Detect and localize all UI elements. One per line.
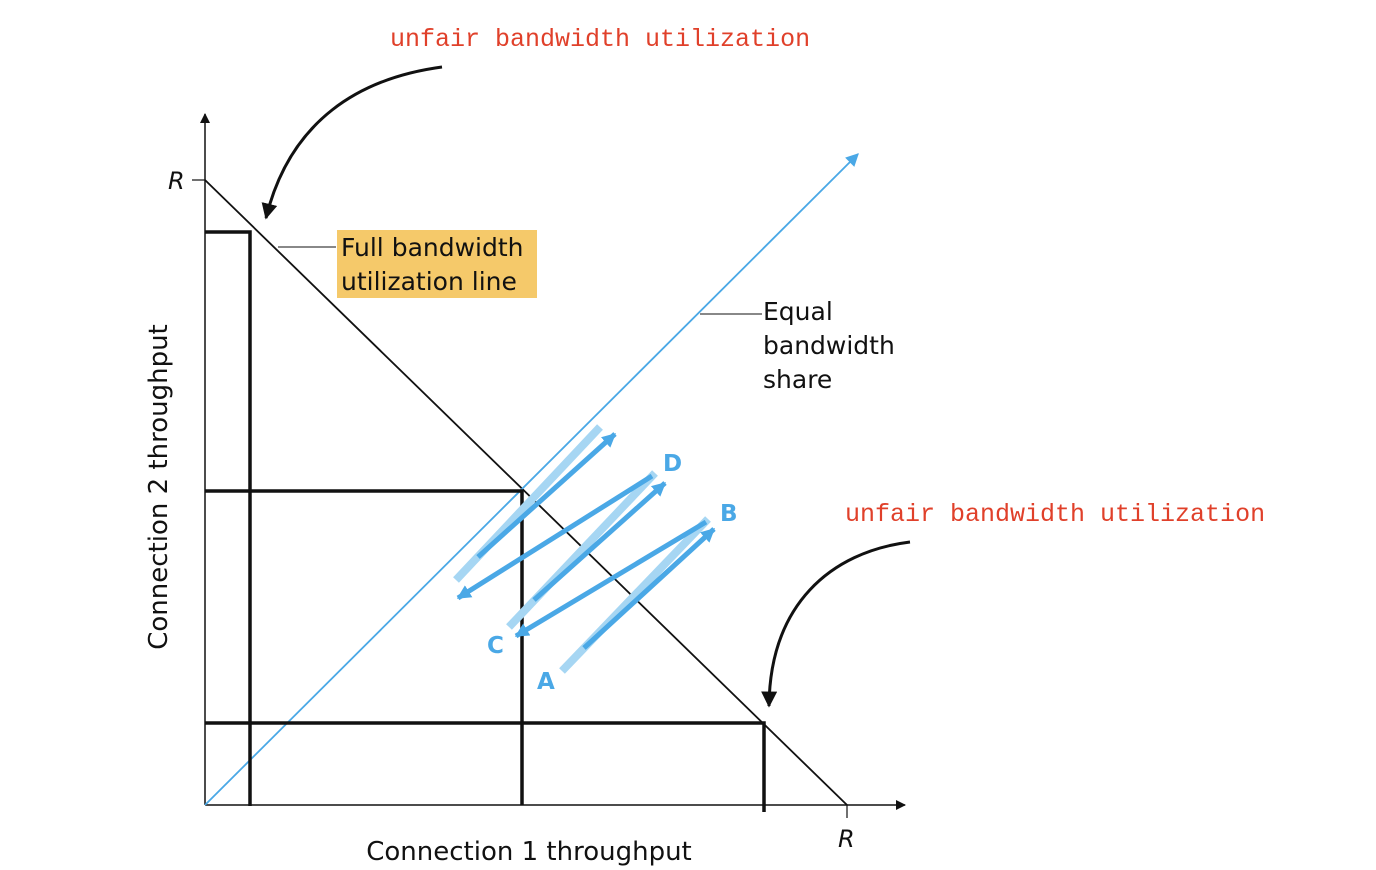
right-unfair-projection (205, 721, 766, 812)
arrow-b-to-c (514, 519, 708, 639)
unfair-top-label: unfair bandwidth utilization (390, 25, 810, 54)
x-axis-label: Connection 1 throughput (366, 837, 692, 867)
full-bandwidth-line (204, 179, 848, 806)
full-line-label-2: utilization line (341, 267, 517, 296)
equal-share-line (204, 153, 859, 806)
equal-label-1: Equal (763, 297, 833, 326)
y-axis-label: Connection 2 throughput (144, 324, 174, 650)
y-max-label: R (168, 167, 185, 195)
arrow-d-to-e (456, 473, 654, 601)
point-a-label: A (537, 669, 555, 695)
arrow-c-to-d (532, 481, 667, 602)
equal-share-projection (205, 489, 524, 805)
arrow-e-up (476, 432, 617, 559)
unfair-top-arrow (261, 65, 443, 220)
point-c-label: C (487, 633, 504, 659)
point-d-label: D (663, 451, 682, 477)
path-c-d (506, 470, 658, 630)
equal-label-2: bandwidth (763, 331, 895, 360)
full-line-highlight (337, 230, 537, 298)
left-unfair-projection (205, 230, 252, 806)
unfair-right-label: unfair bandwidth utilization (845, 500, 1265, 529)
full-line-label-1: Full bandwidth (341, 233, 524, 262)
x-max-label: R (838, 825, 855, 853)
point-b-label: B (720, 501, 738, 527)
unfair-right-arrow (761, 540, 911, 708)
equal-label-3: share (763, 365, 832, 394)
arrow-a-to-b (582, 527, 716, 650)
